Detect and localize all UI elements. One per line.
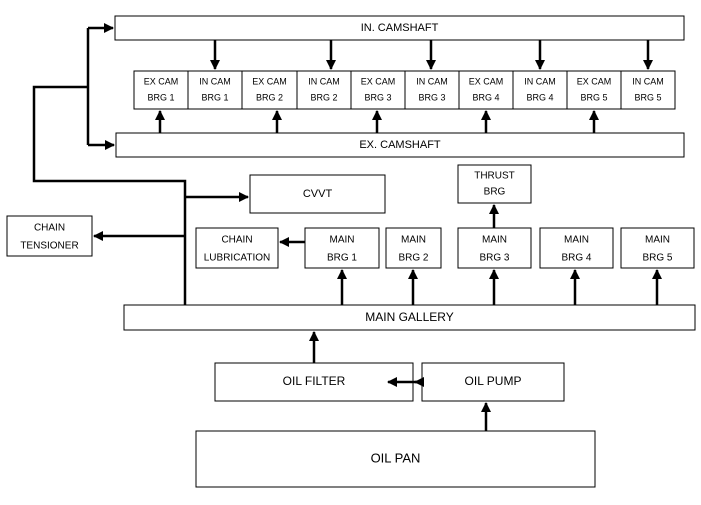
cam-bearing-label: EX CAM [577,76,612,86]
cam-bearing-in-2 [296,70,352,110]
oil-pan-box: OIL PAN [195,430,596,488]
main-bearing-label: MAIN [482,235,507,246]
chain-lubrication-label: CHAIN [221,235,252,246]
main-gallery-box: MAIN GALLERY [123,304,696,331]
cvvt-box: CVVT [249,174,386,214]
main-bearing-1 [304,227,380,269]
main-bearing-label: BRG 4 [561,253,591,264]
ex-camshaft-box: EX. CAMSHAFT [115,132,685,158]
cam-bearing-row: EX CAM BRG 1 IN CAM BRG 1 EX CAM BRG 2 I… [133,70,676,110]
supply-riser-line [32,85,187,305]
main-bearing-label: MAIN [645,235,670,246]
cam-bearing-label: BRG 3 [364,92,391,102]
cam-bearing-ex-3 [350,70,406,110]
cam-bearing-in-5 [620,70,676,110]
thrust-brg-label: THRUST [474,171,515,182]
cam-bearing-in-1 [187,70,243,110]
in-camshaft-label: IN. CAMSHAFT [361,22,439,34]
oil-pan-label: OIL PAN [371,450,421,465]
oil-pump-box: OIL PUMP [421,362,565,402]
thrust-brg-label: BRG [484,187,506,198]
cam-bearing-label: BRG 5 [580,92,607,102]
main-bearing-label: BRG 1 [327,253,357,264]
cam-bearing-label: EX CAM [144,76,179,86]
cam-bearing-label: EX CAM [469,76,504,86]
main-bearing-label: BRG 3 [479,253,509,264]
ex-camshaft-label: EX. CAMSHAFT [359,139,441,151]
main-gallery-label: MAIN GALLERY [365,310,453,324]
cam-bearing-label: BRG 1 [147,92,174,102]
main-bearing-label: MAIN [401,235,426,246]
cam-bearing-label: BRG 2 [310,92,337,102]
cam-bearing-label: IN CAM [308,76,340,86]
chain-lubrication-label: LUBRICATION [204,253,271,264]
cam-bearing-ex-5 [566,70,622,110]
oil-pump-label: OIL PUMP [465,374,522,388]
chain-tensioner-label: TENSIONER [20,241,78,252]
chain-tensioner-label: CHAIN [34,223,65,234]
cam-bearing-label: IN CAM [524,76,556,86]
cam-bearing-label: BRG 4 [472,92,499,102]
main-bearing-label: MAIN [330,235,355,246]
cam-bearing-label: EX CAM [361,76,396,86]
cam-bearing-ex-4 [458,70,514,110]
thrust-brg-box: THRUST BRG [457,164,532,204]
main-bearing-2 [385,227,442,269]
main-bearing-label: BRG 5 [642,253,672,264]
cam-bearing-label: IN CAM [416,76,448,86]
main-bearing-4 [539,227,614,269]
in-camshaft-box: IN. CAMSHAFT [114,15,685,41]
cam-bearing-label: BRG 4 [526,92,553,102]
main-bearing-label: BRG 2 [398,253,428,264]
cam-bearing-label: EX CAM [252,76,287,86]
main-bearing-row: MAIN BRG 1 MAIN BRG 2 MAIN BRG 3 MAIN BR… [304,227,695,269]
chain-tensioner-box: CHAIN TENSIONER [6,215,93,257]
main-bearing-5 [620,227,695,269]
cam-bearing-label: IN CAM [199,76,231,86]
cam-bearing-label: BRG 2 [256,92,283,102]
oil-filter-box: OIL FILTER [214,362,414,402]
cam-bearing-in-3 [404,70,460,110]
cam-bearing-ex-1 [133,70,189,110]
flow-arrows [32,23,662,431]
oil-filter-label: OIL FILTER [283,374,346,388]
main-bearing-3 [457,227,532,269]
main-bearing-label: MAIN [564,235,589,246]
cam-bearing-label: BRG 1 [201,92,228,102]
cam-bearing-label: BRG 5 [634,92,661,102]
cam-bearing-label: BRG 3 [418,92,445,102]
chain-lubrication-box: CHAIN LUBRICATION [195,227,279,269]
cam-bearing-in-4 [512,70,568,110]
cam-bearing-label: IN CAM [632,76,664,86]
cvvt-label: CVVT [303,188,333,200]
